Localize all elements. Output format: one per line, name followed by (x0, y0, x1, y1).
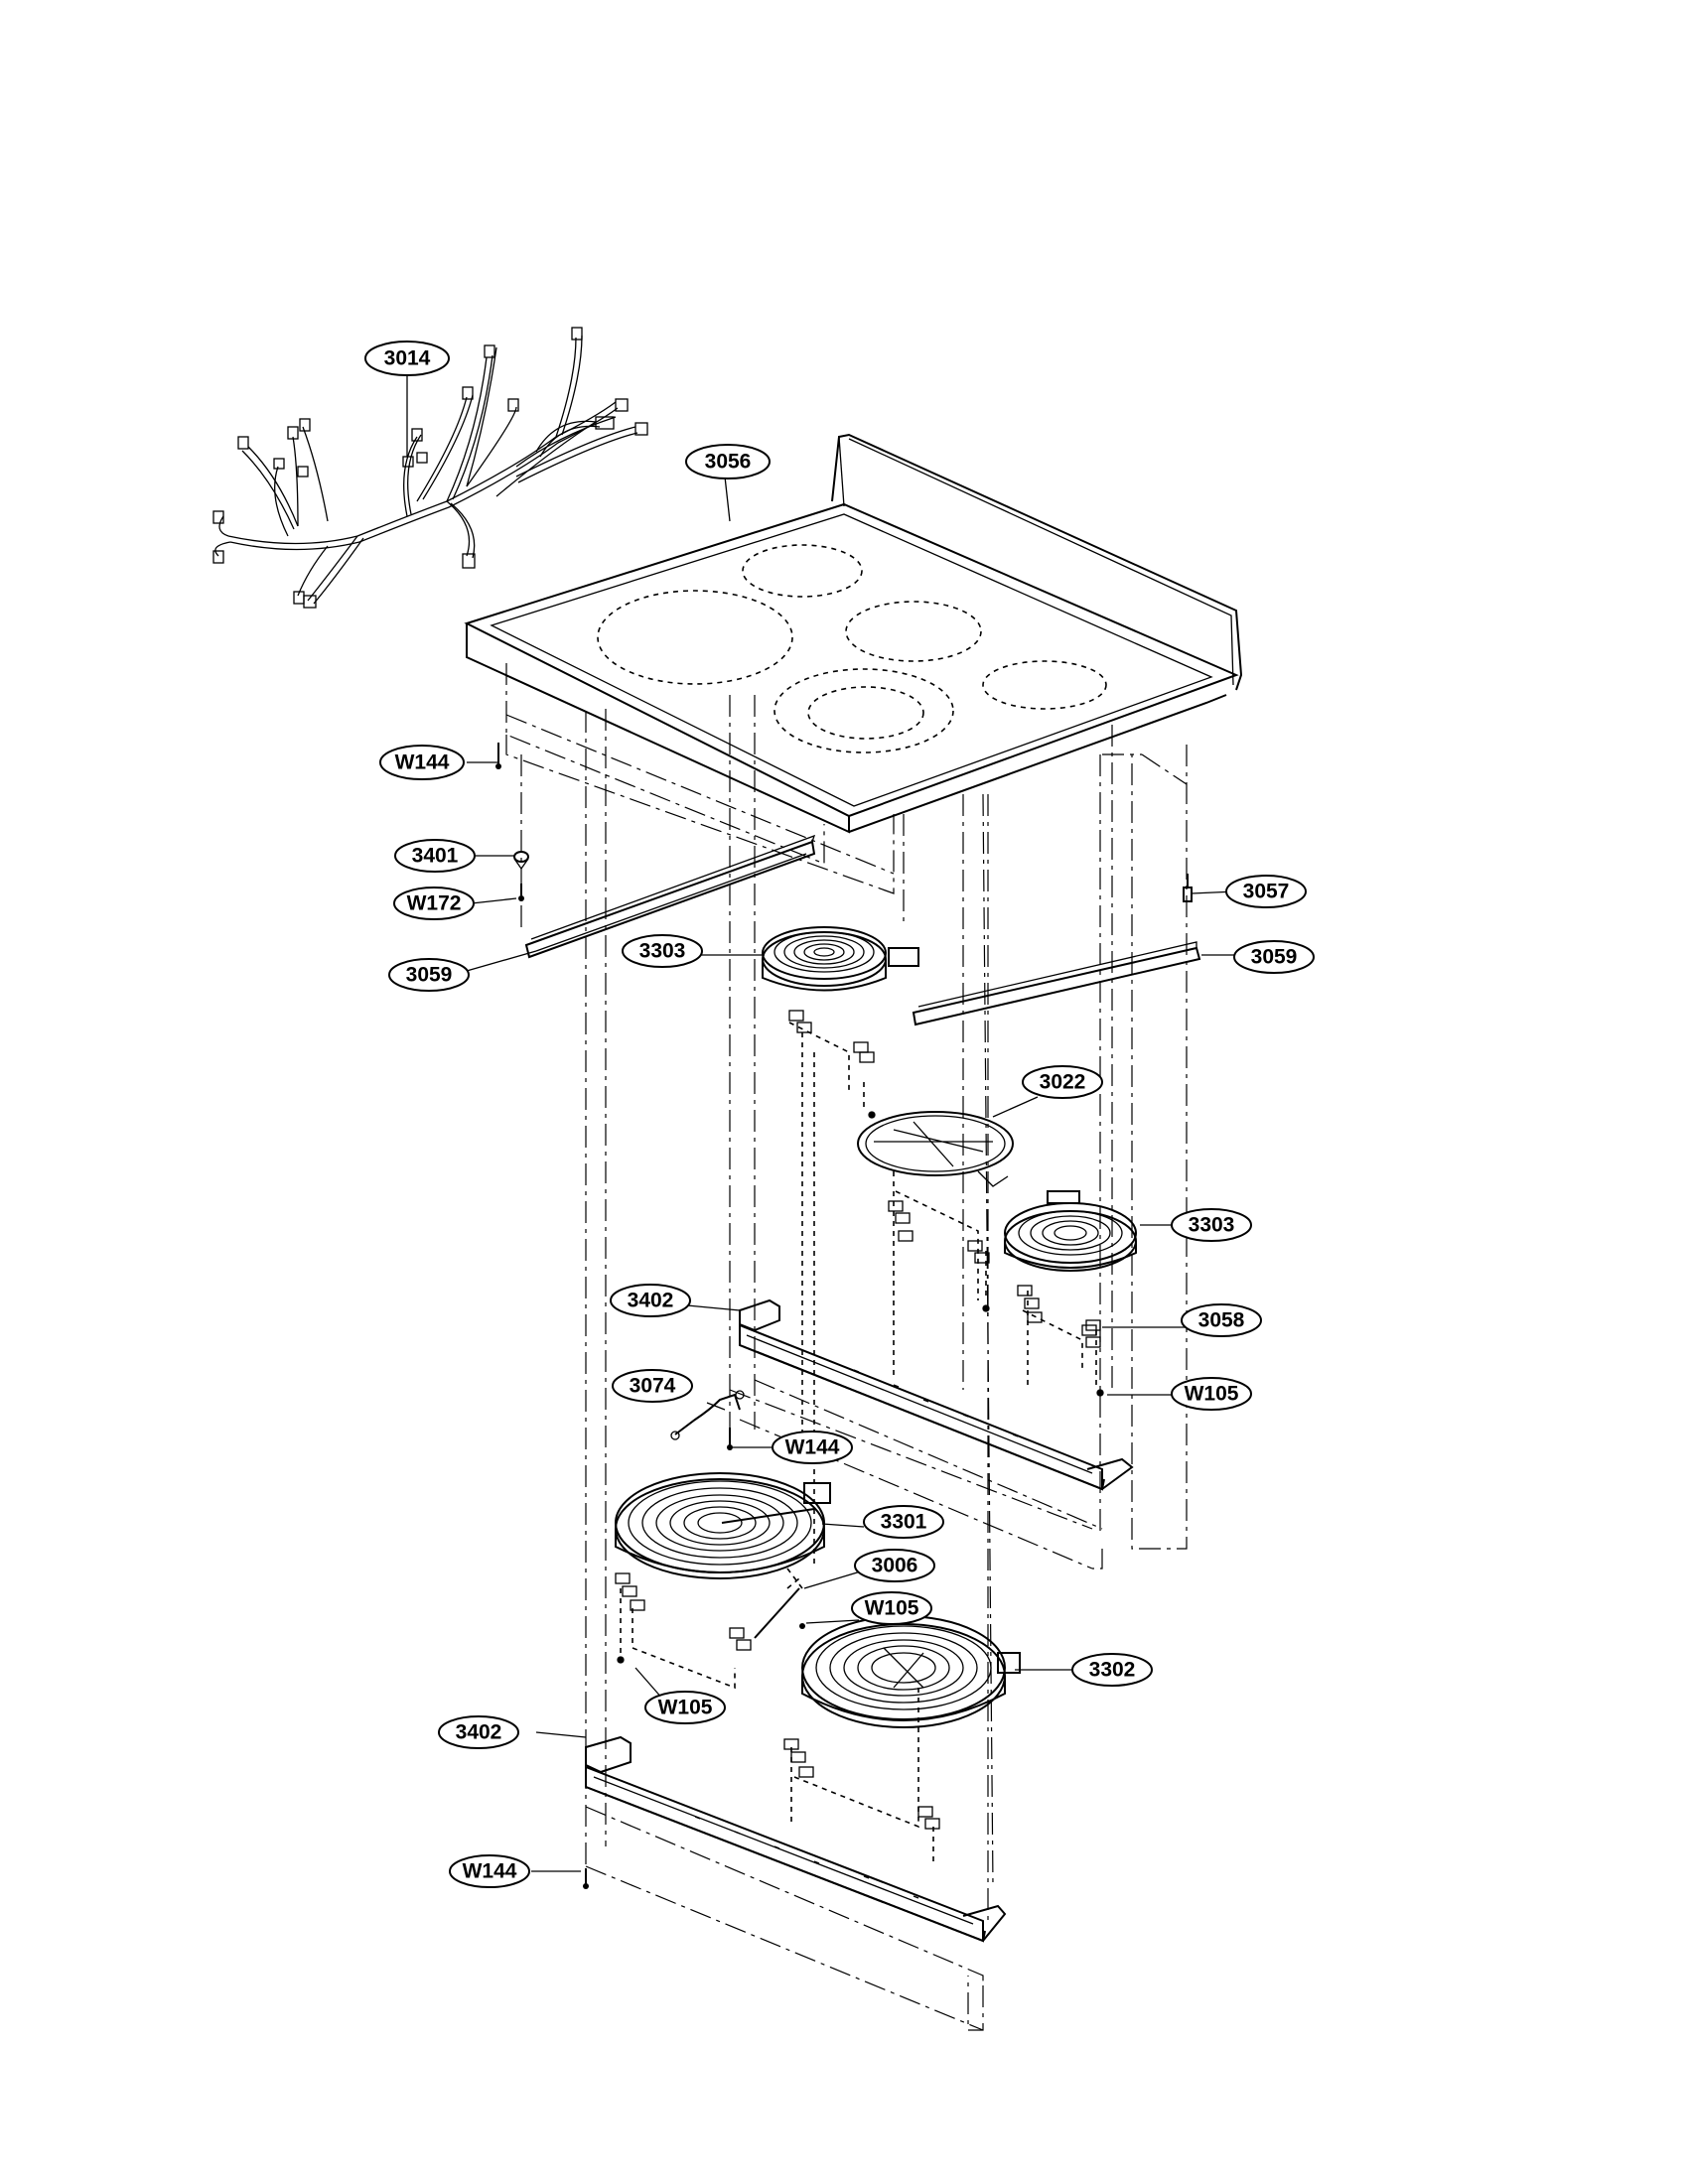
callout-label: 3402 (456, 1721, 502, 1744)
callout-w144-top: W144 (379, 745, 465, 780)
callout-label: 3014 (384, 347, 431, 370)
radiant-element-3303-top (762, 926, 919, 992)
callout-label: 3074 (630, 1375, 676, 1398)
glass-cooktop-3056 (464, 433, 1243, 834)
callout-label: 3059 (1251, 946, 1298, 969)
callout-3057: 3057 (1225, 875, 1307, 908)
callout-3006: 3006 (854, 1549, 935, 1582)
screw-w105-mid (799, 1623, 805, 1629)
callout-label: W105 (658, 1697, 713, 1719)
callout-label: 3302 (1089, 1659, 1136, 1682)
callout-label: 3402 (628, 1290, 674, 1312)
callout-label: W172 (407, 892, 462, 915)
callout-3022: 3022 (1022, 1065, 1103, 1099)
callout-label: W144 (395, 751, 450, 774)
callout-w105-right: W105 (1171, 1377, 1252, 1411)
rail-3059-right (912, 941, 1201, 1026)
hardware-guide-lines (620, 1022, 1097, 1866)
jumper-wire-3074 (670, 1390, 745, 1440)
callout-label: 3303 (639, 940, 686, 963)
terminals-3301 (615, 1572, 752, 1664)
callout-w105-mid: W105 (851, 1591, 932, 1625)
callout-label: W105 (865, 1597, 919, 1620)
callout-3056: 3056 (685, 444, 771, 479)
wire-harness-3014 (212, 327, 648, 609)
callout-label: W105 (1185, 1383, 1239, 1406)
screw-w172 (518, 884, 524, 901)
callout-3074: 3074 (612, 1369, 693, 1403)
callout-label: 3022 (1040, 1071, 1086, 1094)
callout-3303-top: 3303 (622, 934, 703, 968)
radiant-element-3301 (615, 1472, 831, 1579)
screw-3057 (1183, 874, 1193, 902)
assembly-guide-lines (505, 663, 1188, 2031)
callout-3301: 3301 (863, 1505, 944, 1539)
callout-3302: 3302 (1071, 1653, 1153, 1687)
clip-3401 (513, 851, 529, 871)
terminal-3058 (1081, 1324, 1101, 1348)
bracket-3402-upper (739, 1298, 1134, 1491)
screw-w144-mid (727, 1428, 733, 1450)
callout-3058: 3058 (1181, 1303, 1262, 1337)
callout-label: W144 (785, 1436, 840, 1459)
callout-label: 3006 (872, 1555, 918, 1577)
callout-w144-mid: W144 (772, 1431, 853, 1464)
callout-3402-upper: 3402 (610, 1284, 691, 1317)
terminals-3302 (783, 1738, 940, 1830)
screw-w144-bottom (583, 1868, 589, 1889)
callout-3401: 3401 (394, 839, 476, 873)
callout-w172: W172 (393, 887, 475, 920)
callout-w105-left: W105 (644, 1691, 726, 1724)
callout-3059-right: 3059 (1233, 940, 1315, 974)
terminals-3022 (888, 1200, 990, 1312)
callout-label: W144 (463, 1860, 517, 1883)
radiant-element-3302 (801, 1615, 1021, 1728)
screw-w144-top (495, 743, 501, 769)
callout-w144-bottom: W144 (449, 1854, 530, 1888)
callout-3014: 3014 (364, 341, 450, 376)
callout-label: 3059 (406, 964, 453, 987)
limiter-ring-3022 (857, 1111, 1014, 1187)
callout-label: 3057 (1243, 881, 1290, 903)
callout-label: 3056 (705, 451, 752, 474)
sensor-probe-3006 (754, 1587, 800, 1639)
callout-3402-lower: 3402 (438, 1715, 519, 1749)
terminals-3303-right (1017, 1285, 1104, 1397)
bracket-3402-lower (585, 1735, 1007, 1943)
callout-3059-left: 3059 (388, 958, 470, 992)
callout-label: 3058 (1198, 1309, 1245, 1332)
callout-label: 3303 (1189, 1214, 1235, 1237)
terminals-3303-top (788, 1010, 876, 1119)
callout-label: 3401 (412, 845, 459, 868)
callout-3303-right: 3303 (1171, 1208, 1252, 1242)
radiant-element-3303-right (1004, 1190, 1137, 1272)
callout-label: 3301 (881, 1511, 927, 1534)
